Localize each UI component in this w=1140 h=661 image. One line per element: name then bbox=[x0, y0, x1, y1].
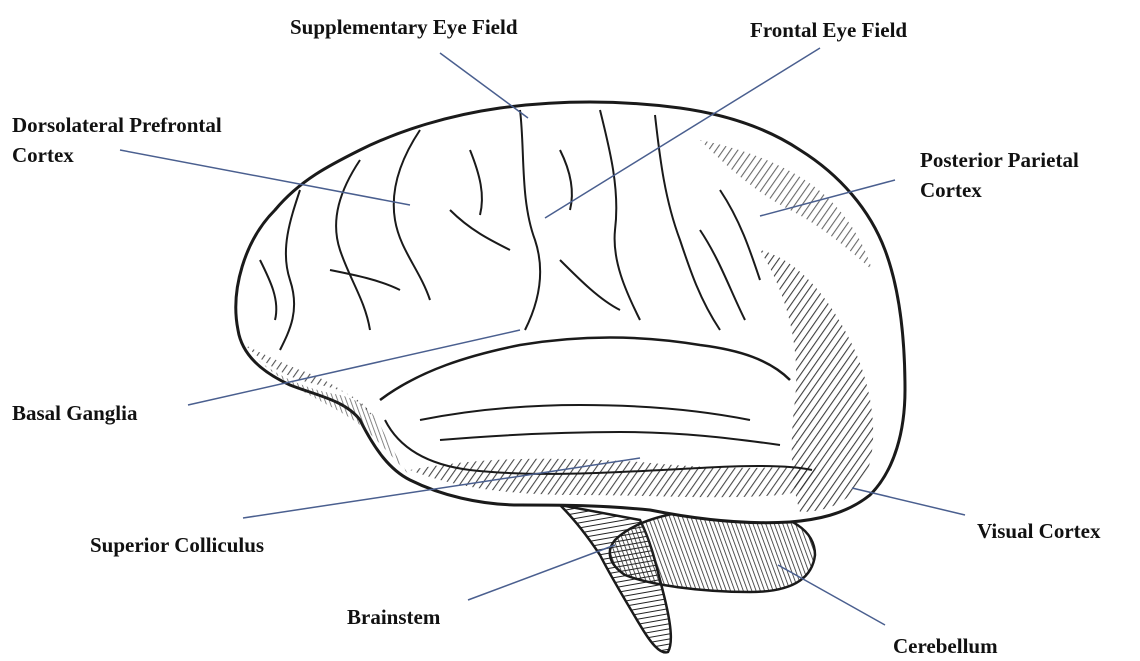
leader-visual-cortex bbox=[852, 488, 965, 515]
label-posterior-parietal-cortex: Posterior Parietal Cortex bbox=[920, 145, 1079, 205]
label-basal-ganglia: Basal Ganglia bbox=[12, 398, 137, 428]
label-dorsolateral-prefrontal-cortex: Dorsolateral Prefrontal Cortex bbox=[12, 110, 222, 170]
label-dorsolateral-line1: Dorsolateral Prefrontal bbox=[12, 110, 222, 140]
label-frontal-eye-field: Frontal Eye Field bbox=[750, 15, 907, 45]
label-posterior-parietal-line2: Cortex bbox=[920, 175, 1079, 205]
label-visual-cortex: Visual Cortex bbox=[977, 516, 1100, 546]
leader-supplementary-eye-field bbox=[440, 53, 528, 118]
label-supplementary-eye-field: Supplementary Eye Field bbox=[290, 12, 518, 42]
label-posterior-parietal-line1: Posterior Parietal bbox=[920, 145, 1079, 175]
label-brainstem: Brainstem bbox=[347, 602, 440, 632]
leader-brainstem bbox=[468, 545, 615, 600]
label-superior-colliculus: Superior Colliculus bbox=[90, 530, 264, 560]
leader-cerebellum bbox=[778, 565, 885, 625]
label-dorsolateral-line2: Cortex bbox=[12, 140, 222, 170]
